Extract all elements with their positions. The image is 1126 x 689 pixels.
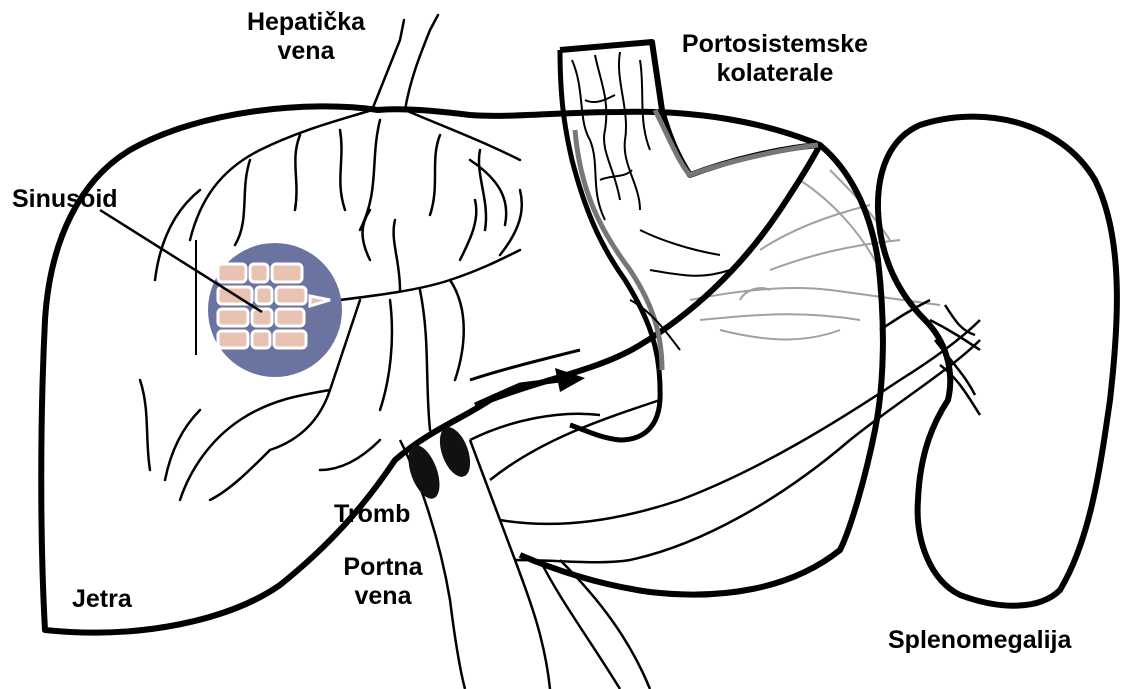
collaterals-label: Portosistemske kolaterale bbox=[655, 30, 895, 88]
thrombus bbox=[402, 423, 476, 503]
spleen-outline bbox=[878, 117, 1117, 606]
splenic-hilum bbox=[880, 300, 980, 415]
collaterals-label-line2: kolaterale bbox=[655, 59, 895, 88]
hepatic-vein-label-line2: vena bbox=[226, 37, 386, 66]
liver-label: Jetra bbox=[72, 585, 132, 614]
hepatic-vein-label-line1: Hepatička bbox=[226, 8, 386, 37]
portal-vein-label: Portna vena bbox=[318, 553, 448, 611]
portal-vein-label-line2: vena bbox=[318, 582, 448, 611]
collateral-vessels-faded bbox=[690, 170, 940, 339]
flow-arrow bbox=[470, 350, 585, 405]
collaterals-label-line1: Portosistemske bbox=[655, 30, 895, 59]
hepatic-vein-label: Hepatička vena bbox=[226, 8, 386, 66]
sinusoid-label: Sinusoid bbox=[12, 185, 118, 214]
portal-vein-label-line1: Portna bbox=[318, 553, 448, 582]
splenomegaly-label: Splenomegalija bbox=[888, 626, 1071, 655]
thrombus-label: Tromb bbox=[334, 500, 410, 529]
